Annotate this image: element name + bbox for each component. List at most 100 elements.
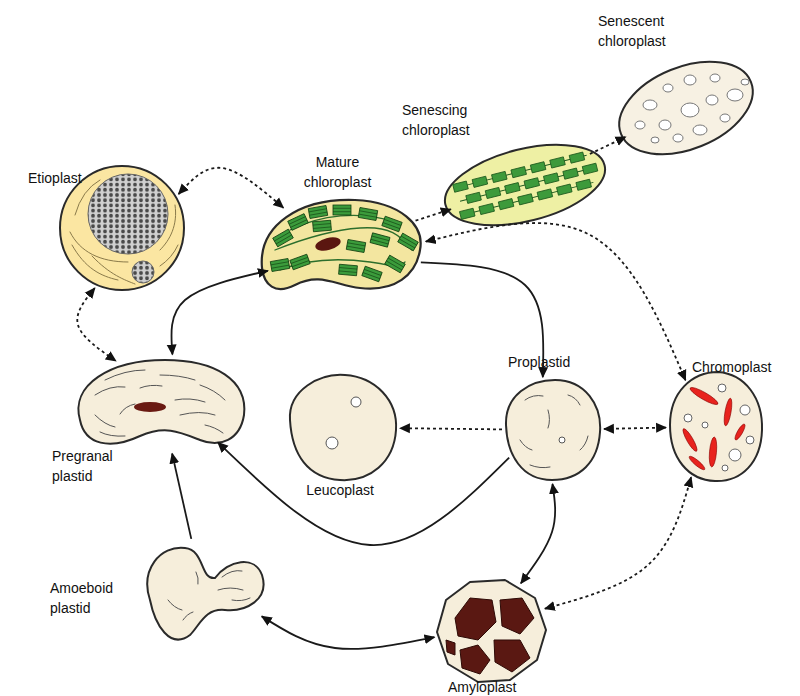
membrane-line bbox=[100, 432, 125, 436]
plastoglobule bbox=[643, 100, 657, 110]
granum bbox=[466, 192, 482, 203]
starch-grain bbox=[455, 598, 496, 640]
plastoglobule bbox=[746, 436, 754, 444]
starch-grain bbox=[460, 645, 490, 674]
granum bbox=[333, 205, 351, 215]
granum-stack bbox=[370, 233, 390, 247]
thylakoid-line bbox=[347, 246, 365, 249]
plastid-outline bbox=[440, 140, 610, 230]
thylakoid-line bbox=[363, 273, 380, 279]
granum bbox=[273, 229, 294, 247]
thylakoid-line bbox=[383, 223, 400, 229]
plastid-label: Senescing chloroplast bbox=[402, 100, 494, 140]
membrane-line bbox=[180, 413, 215, 416]
membrane-line bbox=[168, 600, 182, 610]
thylakoid-line bbox=[386, 261, 402, 270]
transition-arrow bbox=[171, 271, 267, 355]
plastoglobule bbox=[684, 75, 696, 85]
thylakoid-line bbox=[359, 214, 377, 217]
plastid-label: Amyloplast bbox=[448, 677, 548, 696]
lamella-line bbox=[463, 182, 593, 214]
plastid-label: Etioplast bbox=[28, 168, 118, 188]
plastoglobule bbox=[635, 121, 645, 129]
plastid-label: Proplastid bbox=[508, 352, 598, 372]
granum-stack bbox=[288, 214, 309, 231]
plastid-node: Etioplast bbox=[58, 164, 186, 292]
thylakoid-line bbox=[339, 271, 357, 273]
carotenoid-crystal bbox=[681, 427, 699, 453]
granum-stack bbox=[270, 259, 289, 272]
granum bbox=[459, 208, 475, 219]
granum bbox=[537, 189, 553, 200]
plastid-envelope bbox=[78, 360, 244, 444]
granum bbox=[543, 173, 559, 184]
plastoglobule bbox=[693, 125, 707, 135]
membrane-line bbox=[95, 415, 115, 427]
granum bbox=[479, 203, 495, 214]
membrane-line bbox=[105, 370, 145, 380]
granum bbox=[346, 240, 365, 253]
granum-stack bbox=[273, 229, 294, 247]
granum bbox=[557, 184, 573, 195]
thylakoid-line bbox=[333, 211, 351, 212]
membrane-line bbox=[232, 598, 250, 601]
thylakoid-line bbox=[289, 217, 305, 225]
thylakoid-line bbox=[271, 265, 289, 268]
plastoglobule bbox=[663, 84, 673, 92]
thylakoid-line bbox=[309, 212, 327, 215]
carotenoid-crystal bbox=[733, 423, 746, 441]
plastid-node: Senescing chloroplast bbox=[440, 140, 610, 230]
transition-arrow bbox=[604, 428, 666, 429]
membrane-line bbox=[218, 588, 243, 590]
transition-arrow bbox=[426, 223, 686, 380]
membrane-line bbox=[548, 410, 550, 428]
plastid-node: Chromoplast bbox=[668, 370, 764, 483]
membrane-line bbox=[530, 465, 550, 468]
plastid-envelope bbox=[290, 375, 396, 480]
granum bbox=[505, 183, 521, 194]
plastoglobule bbox=[718, 384, 726, 392]
granum bbox=[313, 220, 332, 232]
granum bbox=[472, 176, 488, 187]
plastid-envelope bbox=[670, 372, 762, 481]
membrane-line bbox=[95, 387, 125, 395]
plastid-node: Senescent chloroplast bbox=[612, 62, 760, 154]
plastid-envelope bbox=[262, 200, 421, 289]
granum-stack bbox=[385, 255, 406, 273]
plastid-outline bbox=[612, 62, 760, 154]
plastid-outline bbox=[504, 378, 602, 482]
membrane-line bbox=[160, 375, 195, 380]
plastoglobule bbox=[684, 414, 692, 422]
membrane-line bbox=[580, 436, 588, 450]
transition-arrow bbox=[590, 137, 626, 154]
granum bbox=[511, 167, 527, 178]
membrane-line bbox=[200, 385, 225, 400]
thylakoid-line bbox=[313, 224, 331, 226]
membrane-line bbox=[175, 399, 205, 402]
granum bbox=[524, 178, 540, 189]
lamella-line bbox=[457, 155, 587, 187]
granum bbox=[385, 255, 406, 273]
membrane-line bbox=[120, 404, 135, 414]
plastoglobule bbox=[651, 137, 659, 143]
membrane-line bbox=[183, 612, 193, 620]
thylakoid-line bbox=[347, 243, 365, 246]
plastid-label: Senescent chloroplast bbox=[598, 11, 690, 51]
granum bbox=[308, 206, 327, 219]
granum bbox=[576, 179, 592, 190]
granum bbox=[339, 264, 358, 276]
membrane-line bbox=[92, 256, 135, 284]
plastid-label: Pregranal plastid bbox=[52, 446, 132, 486]
plastid-envelope bbox=[606, 44, 767, 172]
thylakoid-line bbox=[333, 208, 351, 209]
plastoglobule bbox=[729, 449, 741, 461]
transition-arrow bbox=[262, 616, 435, 649]
thylakoid-line bbox=[364, 269, 381, 275]
granum bbox=[270, 259, 289, 272]
membrane-line bbox=[196, 572, 198, 584]
plastid-node: Mature chloroplast bbox=[258, 196, 424, 294]
plastid-envelope bbox=[506, 380, 600, 480]
granum-stack bbox=[290, 254, 310, 270]
granum-stack bbox=[382, 216, 402, 232]
